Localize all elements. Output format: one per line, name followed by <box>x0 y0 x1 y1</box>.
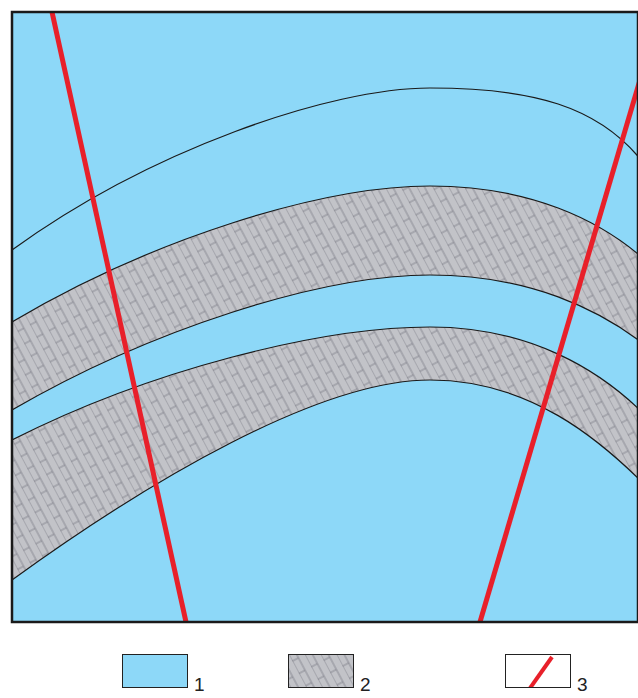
legend-swatch <box>288 654 354 688</box>
legend-label: 3 <box>577 674 588 696</box>
legend-label: 1 <box>194 674 205 696</box>
legend-label: 2 <box>360 674 371 696</box>
legend-swatch <box>122 654 188 688</box>
limestone-bed <box>12 327 638 580</box>
fault-line <box>480 80 638 622</box>
section-frame <box>12 12 638 622</box>
legend-item: 1 <box>122 652 222 692</box>
legend-swatch <box>505 654 571 688</box>
fault-line <box>52 12 186 622</box>
legend-item: 3 <box>505 652 605 692</box>
legend-item: 2 <box>288 652 388 692</box>
